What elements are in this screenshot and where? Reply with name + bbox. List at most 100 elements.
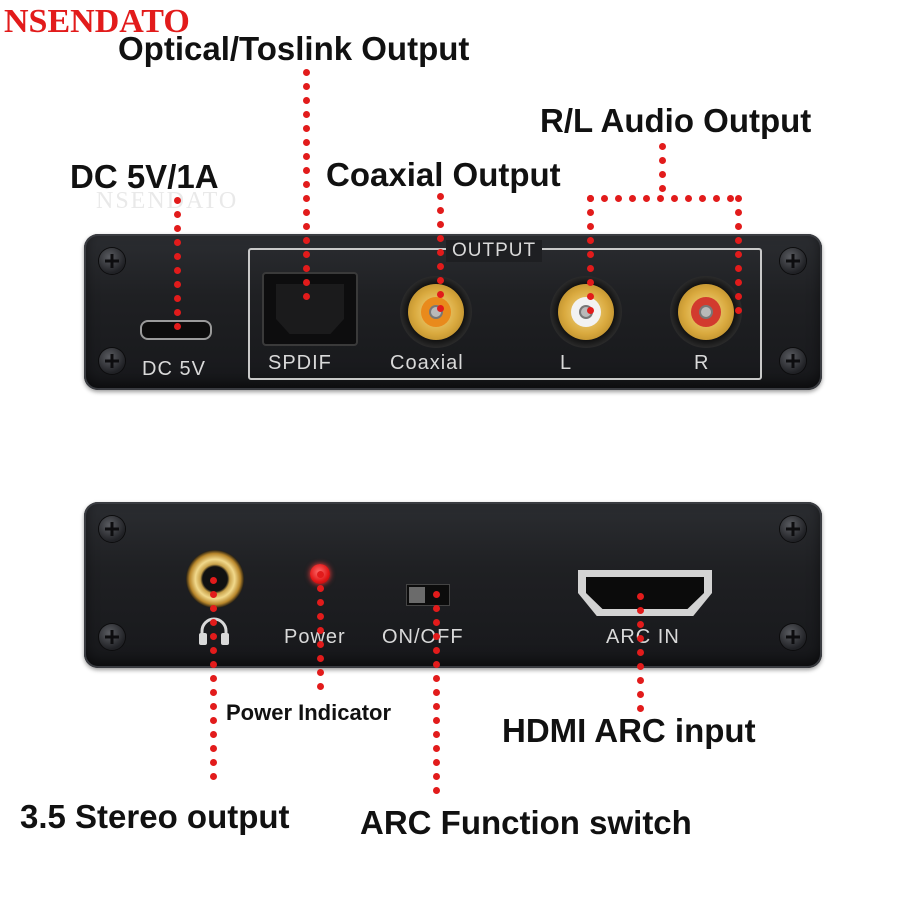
leader-dot bbox=[210, 759, 217, 766]
leader-dot bbox=[303, 237, 310, 244]
leader-dot bbox=[174, 197, 181, 204]
leader-dot bbox=[437, 235, 444, 242]
leader-dot bbox=[437, 305, 444, 312]
leader-dot bbox=[433, 633, 440, 640]
leader-dot bbox=[303, 279, 310, 286]
leader-dot bbox=[174, 267, 181, 274]
leader-dot bbox=[433, 703, 440, 710]
leader-dot bbox=[303, 69, 310, 76]
callout-optical-toslink-output: Optical/Toslink Output bbox=[118, 30, 470, 67]
callout-arc-function-switch: ARC Function switch bbox=[360, 804, 692, 841]
leader-dot bbox=[174, 253, 181, 260]
hdmi-arc-port-icon[interactable] bbox=[578, 570, 712, 616]
leader-dot bbox=[174, 309, 181, 316]
leader-dot bbox=[317, 641, 324, 648]
leader-dot bbox=[433, 675, 440, 682]
coaxial-label: Coaxial bbox=[390, 352, 464, 374]
leader-dot bbox=[433, 745, 440, 752]
screw-icon bbox=[780, 248, 806, 274]
leader-dot bbox=[433, 773, 440, 780]
leader-dot bbox=[210, 703, 217, 710]
screw-icon bbox=[99, 624, 125, 650]
on-off-label: ON/OFF bbox=[382, 626, 464, 648]
leader-dot bbox=[210, 773, 217, 780]
power-label: Power bbox=[284, 626, 346, 648]
leader-dot bbox=[433, 717, 440, 724]
leader-dot bbox=[303, 209, 310, 216]
micro-usb-port-icon[interactable] bbox=[140, 320, 212, 340]
right-channel-label: R bbox=[694, 352, 710, 374]
leader-dot bbox=[174, 295, 181, 302]
leader-dot bbox=[637, 621, 644, 628]
leader-dot bbox=[735, 209, 742, 216]
leader-dot bbox=[303, 83, 310, 90]
leader-dot bbox=[210, 605, 217, 612]
leader-dot bbox=[727, 195, 734, 202]
screw-icon bbox=[780, 624, 806, 650]
leader-dot bbox=[210, 689, 217, 696]
leader-dot bbox=[174, 211, 181, 218]
leader-dot bbox=[303, 251, 310, 258]
leader-dot bbox=[735, 195, 742, 202]
leader-dot bbox=[210, 675, 217, 682]
leader-dot bbox=[210, 577, 217, 584]
leader-dot bbox=[303, 97, 310, 104]
leader-dot bbox=[587, 265, 594, 272]
callout-coaxial-output: Coaxial Output bbox=[326, 156, 561, 193]
leader-dot bbox=[637, 663, 644, 670]
leader-dot bbox=[210, 717, 217, 724]
screw-icon bbox=[99, 348, 125, 374]
leader-dot bbox=[317, 655, 324, 662]
leader-dot bbox=[303, 195, 310, 202]
leader-dot bbox=[735, 293, 742, 300]
leader-dot bbox=[735, 237, 742, 244]
leader-dot bbox=[303, 153, 310, 160]
screw-icon bbox=[99, 516, 125, 542]
leader-dot bbox=[210, 633, 217, 640]
screw-icon bbox=[99, 248, 125, 274]
leader-dot bbox=[433, 689, 440, 696]
callout-power-indicator: Power Indicator bbox=[226, 700, 392, 725]
leader-dot bbox=[317, 627, 324, 634]
leader-dot bbox=[601, 195, 608, 202]
leader-dot bbox=[210, 647, 217, 654]
callout-hdmi-arc-input: HDMI ARC input bbox=[502, 712, 756, 749]
leader-dot bbox=[317, 599, 324, 606]
leader-dot bbox=[433, 591, 440, 598]
leader-dot bbox=[735, 251, 742, 258]
leader-dot bbox=[637, 607, 644, 614]
leader-dot bbox=[433, 605, 440, 612]
screw-icon bbox=[780, 516, 806, 542]
leader-dot bbox=[303, 181, 310, 188]
callout-3-5-stereo-output: 3.5 Stereo output bbox=[20, 798, 290, 835]
dc-5v-label: DC 5V bbox=[142, 358, 206, 380]
coaxial-rca-pin bbox=[431, 307, 441, 317]
leader-dot bbox=[637, 635, 644, 642]
leader-dot bbox=[735, 265, 742, 272]
leader-dot bbox=[685, 195, 692, 202]
leader-dot bbox=[643, 195, 650, 202]
leader-dot bbox=[713, 195, 720, 202]
leader-dot bbox=[433, 731, 440, 738]
leader-dot bbox=[210, 745, 217, 752]
leader-dot bbox=[437, 193, 444, 200]
leader-dot bbox=[629, 195, 636, 202]
leader-dot bbox=[637, 677, 644, 684]
leader-dot bbox=[437, 207, 444, 214]
leader-dot bbox=[437, 221, 444, 228]
leader-dot bbox=[657, 195, 664, 202]
leader-dot bbox=[433, 787, 440, 794]
leader-dot bbox=[735, 307, 742, 314]
leader-dot bbox=[303, 293, 310, 300]
spdif-optical-port-icon[interactable] bbox=[262, 272, 358, 346]
screw-icon bbox=[780, 348, 806, 374]
leader-dot bbox=[659, 143, 666, 150]
leader-dot bbox=[174, 225, 181, 232]
leader-dot bbox=[587, 251, 594, 258]
leader-dot bbox=[303, 139, 310, 146]
leader-dot bbox=[437, 263, 444, 270]
arc-slide-switch-icon[interactable] bbox=[406, 584, 450, 606]
leader-dot bbox=[659, 185, 666, 192]
leader-dot bbox=[637, 705, 644, 712]
output-section-title: OUTPUT bbox=[446, 240, 543, 262]
